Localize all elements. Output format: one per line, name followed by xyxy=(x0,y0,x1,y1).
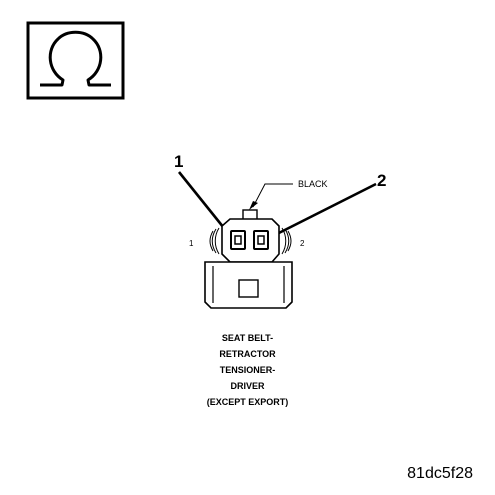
caption-line: DRIVER xyxy=(230,381,265,391)
seal-ribs-right xyxy=(281,227,292,255)
callout-number-1: 1 xyxy=(174,152,183,171)
wire-color-leader xyxy=(252,183,293,208)
terminal-pin-1 xyxy=(234,235,242,245)
connector-lock-window xyxy=(238,279,259,298)
pin-label-1: 1 xyxy=(189,239,194,248)
figure-id: 81dc5f28 xyxy=(407,465,473,482)
caption-line: (EXCEPT EXPORT) xyxy=(206,397,289,407)
wire-color-label: BLACK xyxy=(298,179,328,189)
connector xyxy=(204,209,293,309)
terminal-pin-2 xyxy=(257,235,265,245)
caption-line: TENSIONER- xyxy=(219,365,276,375)
seal-ribs-left xyxy=(209,227,220,255)
connector-upper-body xyxy=(221,218,280,263)
wire-color-arrow xyxy=(249,201,258,210)
caption-line: SEAT BELT- xyxy=(221,333,274,343)
callout-2-leader xyxy=(260,182,377,244)
callout-number-2: 2 xyxy=(377,171,386,190)
omega-resistance-icon xyxy=(26,21,125,100)
connector-lower-housing xyxy=(204,261,293,309)
connector-caption: SEAT BELT- RETRACTOR TENSIONER- DRIVER (… xyxy=(150,330,345,410)
caption-line: RETRACTOR xyxy=(219,349,276,359)
pin-label-2: 2 xyxy=(300,239,305,248)
